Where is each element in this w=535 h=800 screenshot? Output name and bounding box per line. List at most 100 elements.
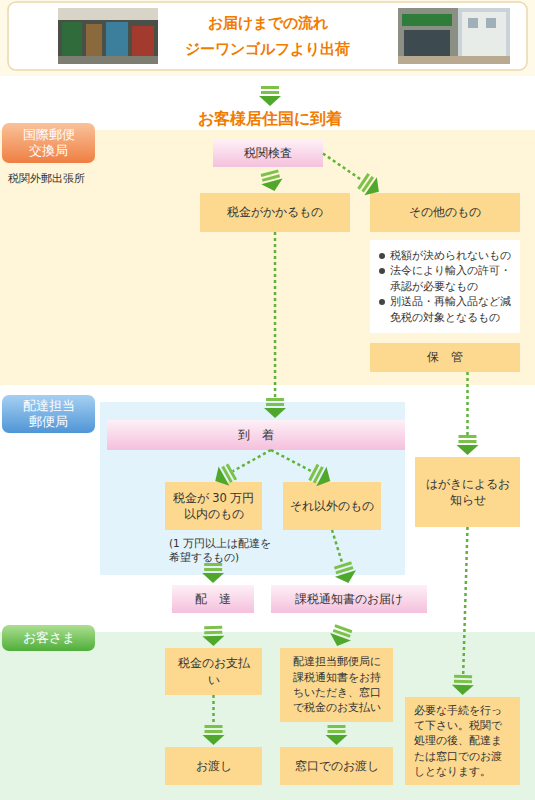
- process-box: その他のもの: [370, 193, 520, 232]
- box-text: 配達担当郵便局に課税通知書をお持ちいただき、窓口で税金のお支払い: [288, 654, 385, 716]
- box-text: 税金が 30 万円以内のもの: [172, 490, 255, 522]
- box-text: 配達担当郵便局: [20, 398, 77, 431]
- dotted-line: [466, 372, 469, 435]
- banner-box: お届けまでの流れジーワンゴルフより出荷: [8, 2, 527, 70]
- box-note: 税関外郵出張所: [8, 172, 85, 186]
- process-box: それ以外のもの: [283, 482, 381, 530]
- flow-connector: [259, 169, 285, 194]
- arrow-head: [202, 563, 224, 583]
- arrow-bar: [333, 629, 351, 638]
- arrow-bar: [204, 631, 222, 634]
- arrow-head: [203, 725, 225, 745]
- bullet-dot: [379, 299, 385, 305]
- shop-photo: [58, 8, 158, 64]
- arrow-bar: [328, 725, 346, 728]
- flow-connector: [326, 725, 348, 745]
- box-text: 必要な手続を行って下さい。税関で処理の後、配達または窓口でのお渡しとなります。: [414, 703, 511, 780]
- flow-connector: [457, 372, 479, 455]
- arrow-head: [264, 398, 286, 418]
- arrow-tip: [202, 636, 224, 646]
- process-box: 税金が 30 万円以内のもの(1 万円以上は配達を希望するもの): [165, 482, 262, 530]
- flow-connector: [203, 695, 225, 745]
- dotted-line: [274, 232, 277, 398]
- arrow-bar: [459, 440, 477, 443]
- process-box: 配達: [172, 585, 254, 613]
- flow-connector: [202, 626, 224, 646]
- arrow-bar: [328, 730, 346, 733]
- arrow-head: [202, 626, 224, 646]
- arrow-bar: [313, 466, 324, 483]
- dotted-line: [233, 450, 271, 471]
- arrow-tip: [203, 735, 225, 745]
- arrow-bar: [361, 176, 374, 193]
- box-note: (1 万円以上は配達を希望するもの): [169, 536, 273, 564]
- arrow-bar: [204, 626, 222, 629]
- banner-title: お届けまでの流れ: [208, 10, 328, 36]
- list-item: 法令により輸入の許可・承認が必要なもの: [378, 263, 512, 294]
- arrow-bar: [357, 173, 370, 190]
- list-text: 法令により輸入の許可・承認が必要なもの: [390, 264, 511, 292]
- arrow-tip: [202, 573, 224, 583]
- box-text: はがきによるお知らせ: [422, 476, 513, 508]
- arrow-bar: [454, 680, 472, 684]
- process-box: 課税通知書のお届け: [271, 585, 427, 613]
- dotted-line: [271, 450, 313, 472]
- process-box: 税金のお支払い: [165, 648, 262, 695]
- arrow-bar: [221, 466, 232, 483]
- box-text: 配達: [195, 591, 242, 607]
- section-badge: お客さま: [2, 625, 95, 651]
- arrow-tip: [326, 735, 348, 745]
- dotted-line: [463, 527, 467, 675]
- process-box: お渡し: [165, 747, 262, 785]
- arrow-head: [332, 561, 359, 587]
- arrow-bar: [205, 725, 223, 728]
- box-text: 税金のお支払い: [172, 655, 255, 687]
- banner-subtitle: ジーワンゴルフより出荷: [185, 36, 350, 62]
- box-text: 国際郵便交換局: [20, 127, 77, 160]
- box-text: お客さま: [23, 630, 75, 646]
- box-text: それ以外のもの: [290, 498, 374, 514]
- arrow-bar: [459, 435, 477, 438]
- flow-connector: [202, 563, 224, 583]
- bullet-dot: [379, 253, 385, 259]
- banner-frame: [8, 2, 527, 70]
- arrow-bar: [262, 174, 280, 182]
- arrow-bar: [226, 463, 237, 480]
- arrow-tip: [261, 179, 285, 194]
- stage-heading: お客様居住国に到着: [150, 109, 390, 130]
- arrow-tip: [335, 570, 359, 586]
- box-text: 窓口でのお渡し: [295, 758, 379, 774]
- list-item: 税額が決められないもの: [378, 248, 511, 263]
- arrow-head: [457, 435, 479, 455]
- arrow-head: [326, 725, 348, 745]
- arrow-bar: [454, 675, 472, 679]
- box-text: 到着: [238, 427, 285, 443]
- process-box: 窓口でのお渡し: [280, 747, 393, 785]
- list-text: 別送品・再輸入品など減免税の対象となるもの: [390, 295, 511, 323]
- bullet-dot: [379, 268, 385, 274]
- arrow-bar: [261, 169, 279, 177]
- section-badge: 配達担当郵便局: [2, 395, 95, 433]
- arrow-tip: [452, 685, 474, 696]
- section-badge: 国際郵便交換局税関外郵出張所: [2, 123, 95, 163]
- box-text: お渡し: [196, 758, 232, 774]
- arrow-tip: [264, 408, 286, 418]
- process-box: はがきによるお知らせ: [415, 457, 520, 527]
- arrow-bar: [205, 730, 223, 733]
- arrow-bar: [335, 566, 353, 574]
- street-photo: [398, 8, 510, 64]
- process-box: 税金がかかるもの: [200, 193, 350, 232]
- arrow-bar: [266, 403, 284, 406]
- box-text: 課税通知書のお届け: [295, 591, 403, 607]
- arrow-head: [259, 169, 285, 194]
- list-item: 別送品・再輸入品など減免税の対象となるもの: [378, 294, 512, 325]
- note-list-box: 税額が決められないもの法令により輸入の許可・承認が必要なもの別送品・再輸入品など…: [370, 240, 520, 333]
- dotted-line: [332, 530, 343, 564]
- box-text: 税関検査: [244, 145, 292, 161]
- arrow-bar: [308, 464, 319, 481]
- process-box: 保管: [370, 343, 520, 372]
- arrow-tip: [457, 445, 479, 455]
- arrow-bar: [204, 563, 222, 566]
- process-box: 必要な手続を行って下さい。税関で処理の後、配達または窓口でのお渡しとなります。: [405, 697, 520, 785]
